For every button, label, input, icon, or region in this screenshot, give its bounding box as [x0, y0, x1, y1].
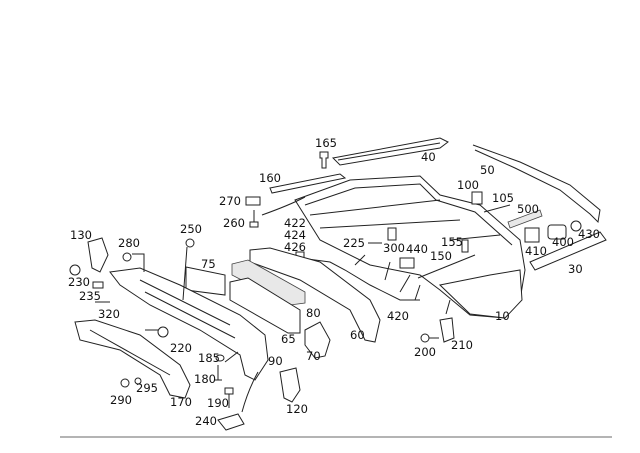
callout-250: 250 — [180, 222, 202, 236]
callout-410: 410 — [525, 244, 547, 258]
callout-290: 290 — [110, 393, 132, 407]
callout-50: 50 — [480, 163, 495, 177]
part-220-bolt — [145, 326, 169, 338]
part-295-washer — [134, 377, 142, 385]
callout-422: 422 — [284, 216, 306, 230]
part-60-absorber — [249, 247, 381, 343]
part-430-ring — [570, 220, 582, 232]
callout-500: 500 — [517, 202, 539, 216]
part-200-screw — [420, 333, 439, 343]
callout-320: 320 — [98, 307, 120, 321]
callout-270: 270 — [219, 194, 241, 208]
callout-90: 90 — [268, 354, 283, 368]
callout-420: 420 — [387, 309, 409, 323]
part-130-bracket — [87, 237, 109, 273]
part-100-bracket — [471, 191, 483, 205]
part-165-clip — [319, 151, 329, 169]
part-190-bolt — [224, 387, 234, 408]
callout-30: 30 — [568, 262, 583, 276]
part-500-reflector — [507, 209, 543, 229]
part-270-clip — [245, 196, 261, 206]
callout-240: 240 — [195, 414, 217, 428]
callout-295: 295 — [136, 381, 158, 395]
part-410-sensor — [524, 227, 540, 243]
callout-160: 160 — [259, 171, 281, 185]
part-155-clip — [461, 239, 469, 253]
part-40-trim-strip — [331, 137, 449, 166]
callout-230: 230 — [68, 275, 90, 289]
part-400-sensor — [547, 224, 567, 240]
part-65-absorber — [229, 277, 301, 334]
callout-200: 200 — [414, 345, 436, 359]
part-300-clip — [387, 227, 397, 241]
part-210-bracket — [439, 299, 455, 343]
part-30-strip — [529, 231, 607, 271]
callout-185: 185 — [198, 351, 220, 365]
callout-400: 400 — [552, 235, 574, 249]
part-80-foam — [231, 259, 306, 306]
part-105-pin — [483, 204, 511, 213]
part-440-bracket — [399, 257, 415, 269]
callout-440: 440 — [406, 242, 428, 256]
part-290-nut — [120, 378, 130, 388]
part-230-cap — [69, 264, 81, 276]
callout-150: 150 — [430, 249, 452, 263]
callout-10: 10 — [495, 309, 510, 323]
callout-170: 170 — [170, 395, 192, 409]
part-170-carrier — [74, 319, 191, 399]
callout-225: 225 — [343, 236, 365, 250]
part-90-carrier — [109, 267, 269, 381]
part-240-bracket — [217, 371, 259, 431]
callout-155: 155 — [441, 235, 463, 249]
part-185-washer — [215, 354, 225, 362]
part-235-clip — [92, 281, 104, 289]
callout-60: 60 — [350, 328, 365, 342]
callout-260: 260 — [223, 216, 245, 230]
part-150-strip — [417, 254, 476, 279]
part-280-nut — [122, 252, 145, 272]
callout-426: 426 — [284, 240, 306, 254]
part-260-screw — [249, 196, 306, 228]
part-180-bolt — [214, 351, 239, 381]
callout-280: 280 — [118, 236, 140, 250]
callout-220: 220 — [170, 341, 192, 355]
callout-40: 40 — [421, 150, 436, 164]
callout-235: 235 — [79, 289, 101, 303]
callout-180: 180 — [194, 372, 216, 386]
callout-120: 120 — [286, 402, 308, 416]
part-75-absorber — [185, 266, 226, 296]
callout-100: 100 — [457, 178, 479, 192]
part-250-nut — [182, 238, 195, 301]
callout-130: 130 — [70, 228, 92, 242]
callout-424: 424 — [284, 228, 306, 242]
part-10-bumper-cover — [294, 175, 526, 319]
callout-300: 300 — [383, 241, 405, 255]
callout-65: 65 — [281, 332, 296, 346]
part-160-strip — [269, 173, 347, 194]
part-70-end-piece — [304, 321, 331, 359]
callout-430: 430 — [578, 227, 600, 241]
part-120-bracket — [279, 367, 301, 403]
part-50-trim-strip — [472, 144, 601, 224]
callout-80: 80 — [306, 306, 321, 320]
callout-75: 75 — [201, 257, 216, 271]
callout-165: 165 — [315, 136, 337, 150]
callout-105: 105 — [492, 191, 514, 205]
callout-210: 210 — [451, 338, 473, 352]
callout-190: 190 — [207, 396, 229, 410]
callout-70: 70 — [306, 349, 321, 363]
